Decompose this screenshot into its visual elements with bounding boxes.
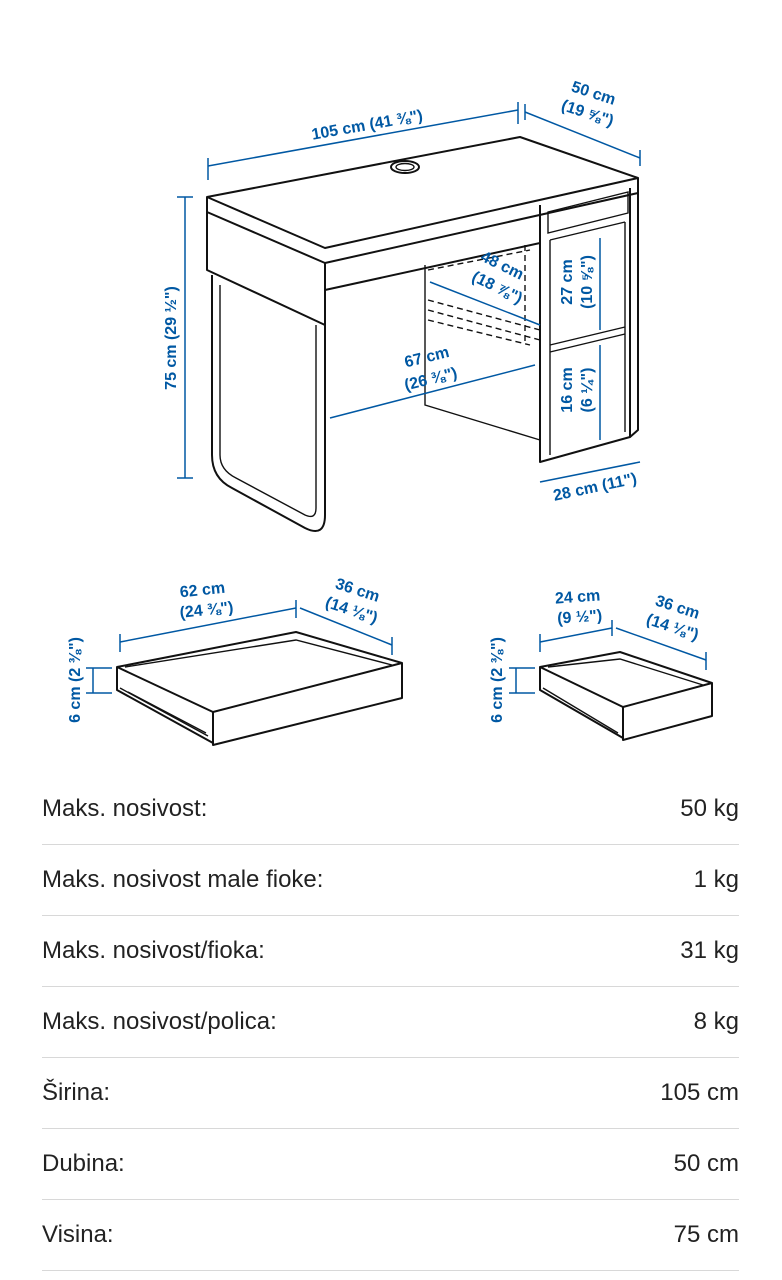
spec-row-depth: Dubina: 50 cm [42,1129,739,1200]
spec-row-shelf-load: Maks. nosivost/polica: 8 kg [42,987,739,1058]
spec-row-height: Visina: 75 cm [42,1200,739,1271]
small-drawer-width-in: (9 ½") [557,607,603,627]
spec-label: Maks. nosivost male fioke: [42,866,324,893]
small-drawer-width-cm: 24 cm [554,587,600,607]
spec-label: Dubina: [42,1150,125,1177]
spec-value: 1 kg [693,866,739,893]
spec-value: 8 kg [693,1008,739,1035]
upper-compartment-label-in: (10 ⅝") [579,255,596,309]
desk-width-label: 105 cm (41 ⅜") [310,107,424,143]
spec-row-max-load: Maks. nosivost: 50 kg [42,774,739,845]
large-drawer-dimension-lines [86,600,393,694]
small-drawer-height: 6 cm (2 ⅜") [489,637,506,723]
spec-row-width: Širina: 105 cm [42,1058,739,1129]
small-drawer-illustration [539,651,713,741]
desk-illustration [206,136,639,532]
spec-value: 31 kg [680,937,739,964]
upper-compartment-label-cm: 27 cm [559,259,576,304]
desk-dimension-lines [177,102,641,483]
small-drawer-dimension-lines [509,620,707,694]
large-drawer-width-cm: 62 cm [179,580,226,602]
spec-value: 75 cm [673,1221,739,1248]
large-drawer-width-in: (24 ⅜") [179,599,234,622]
spec-value: 105 cm [660,1079,739,1106]
spec-label: Maks. nosivost: [42,795,208,822]
spec-label: Visina: [42,1221,114,1248]
spec-row-drawer-load: Maks. nosivost/fioka: 31 kg [42,916,739,987]
spec-label: Maks. nosivost/fioka: [42,937,265,964]
lower-compartment-label-cm: 16 cm [559,367,576,412]
specifications-list: Maks. nosivost: 50 kg Maks. nosivost mal… [42,774,739,1271]
desk-height-label: 75 cm (29 ½") [163,286,180,390]
spec-value: 50 kg [680,795,739,822]
dimension-drawing: 105 cm (41 ⅜") 50 cm (19 ⅝") 75 cm (29 ½… [67,79,713,746]
large-drawer-illustration [116,631,403,746]
spec-label: Širina: [42,1079,111,1106]
lower-compartment-label-in: (6 ¼") [579,368,596,413]
spec-row-small-drawer-load: Maks. nosivost male fioke: 1 kg [42,845,739,916]
large-drawer-height: 6 cm (2 ⅜") [67,637,84,723]
side-unit-width-label: 28 cm (11") [552,470,639,504]
spec-value: 50 cm [673,1150,739,1177]
spec-label: Maks. nosivost/polica: [42,1008,277,1035]
